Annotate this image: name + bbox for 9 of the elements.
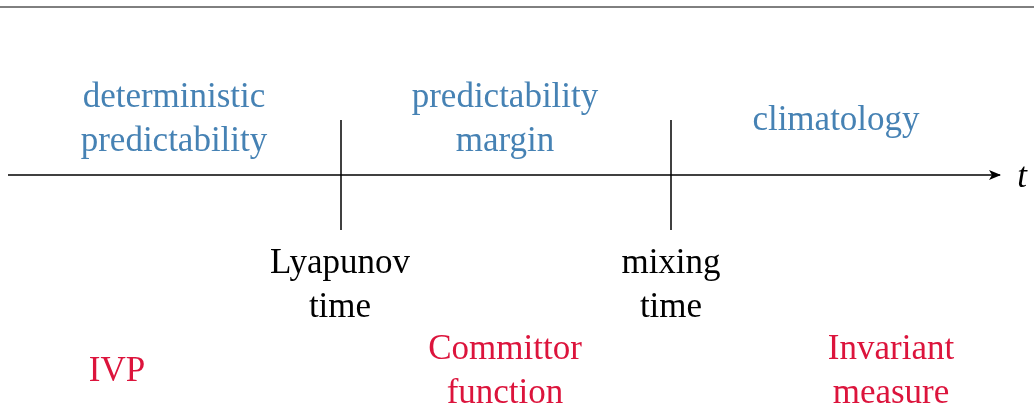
phase-label: deterministic predictability [79, 75, 269, 161]
method-label: Committor function [427, 327, 583, 409]
axis-label: t [1016, 155, 1029, 197]
method-label: IVP [87, 349, 147, 391]
method-label: Invariant measure [826, 327, 956, 409]
phase-label: climatology [751, 98, 921, 140]
time-scale-label: mixing time [620, 241, 722, 327]
time-scale-label: Lyapunov time [269, 241, 411, 327]
phase-label: predictability margin [410, 75, 600, 161]
